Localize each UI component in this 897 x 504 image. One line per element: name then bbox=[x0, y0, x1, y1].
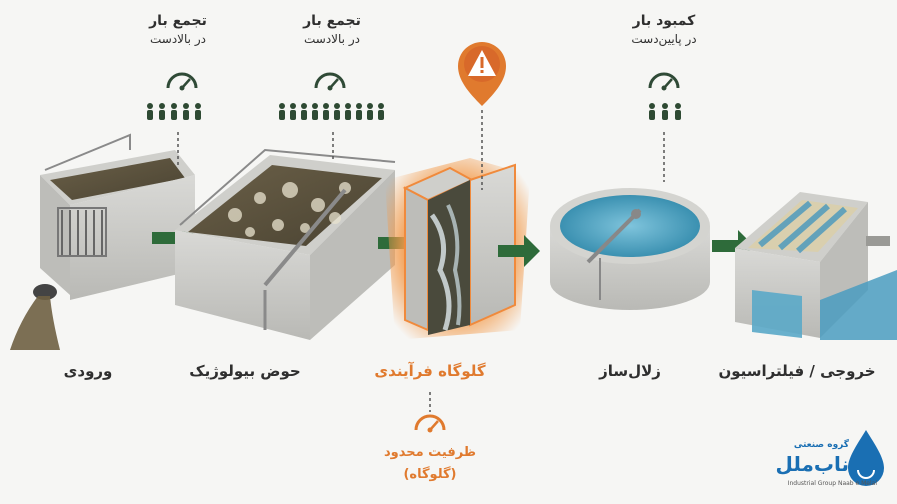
person-icon bbox=[334, 103, 340, 120]
company-logo: گروه صنعتی ناب‌ملل Industrial Group Naab… bbox=[763, 434, 883, 494]
gauge-3 bbox=[648, 72, 680, 91]
person-icon bbox=[147, 103, 153, 120]
person-icon bbox=[323, 103, 329, 120]
person-icon bbox=[171, 103, 177, 120]
top-label-sub: در پایین‌دست bbox=[631, 32, 697, 46]
bottleneck-caption: ظرفیت محدود (گلوگاه) bbox=[355, 442, 505, 486]
gauge-1 bbox=[166, 72, 198, 91]
person-icon bbox=[159, 103, 165, 120]
logo-small-text: گروه صنعتی bbox=[793, 440, 849, 450]
gauge-bottleneck bbox=[414, 414, 446, 433]
top-label-sub: در بالادست bbox=[304, 32, 360, 46]
logo-drop-icon bbox=[848, 430, 884, 486]
gauge-2 bbox=[314, 72, 346, 91]
inlet-tank bbox=[10, 133, 195, 350]
person-icon bbox=[279, 103, 285, 120]
stage-label-inlet: ورودی bbox=[63, 362, 113, 380]
stage-label-biological: حوض بیولوژیک bbox=[189, 362, 301, 380]
top-label-clarifier: کمبود بار در پایین‌دست bbox=[599, 12, 729, 48]
top-label-title: کمبود بار bbox=[632, 13, 696, 29]
bottleneck-channel bbox=[385, 158, 530, 340]
stage-label-clarifier: زلال‌ساز bbox=[599, 362, 661, 380]
warning-marker bbox=[458, 42, 506, 190]
person-icon bbox=[195, 103, 201, 120]
logo-name: ناب‌ملل bbox=[775, 452, 849, 476]
bottleneck-caption-line2: (گلوگاه) bbox=[403, 467, 457, 482]
person-icon bbox=[662, 103, 668, 120]
person-icon bbox=[367, 103, 373, 120]
clarifier-tank bbox=[550, 188, 710, 310]
filtration-tank bbox=[735, 192, 897, 340]
top-label-inlet: تجمع بار در بالادست bbox=[113, 12, 243, 48]
person-icon bbox=[290, 103, 296, 120]
person-icon bbox=[312, 103, 318, 120]
stage-label-bottleneck: گلوگاه فرآیندی bbox=[374, 362, 486, 380]
people-icons bbox=[147, 103, 681, 120]
person-icon bbox=[675, 103, 681, 120]
bottleneck-caption-line1: ظرفیت محدود bbox=[383, 445, 477, 460]
person-icon bbox=[356, 103, 362, 120]
connector-lines bbox=[177, 132, 665, 412]
person-icon bbox=[345, 103, 351, 120]
top-label-title: تجمع بار bbox=[303, 13, 361, 29]
top-label-title: تجمع بار bbox=[149, 13, 207, 29]
person-icon bbox=[301, 103, 307, 120]
top-label-sub: در بالادست bbox=[150, 32, 206, 46]
top-label-basin: تجمع بار در بالادست bbox=[267, 12, 397, 48]
logo-english-text: Industrial Group Naab e Melal bbox=[787, 480, 877, 487]
person-icon bbox=[183, 103, 189, 120]
person-icon bbox=[649, 103, 655, 120]
stage-label-outlet: خروجی / فیلتراسیون bbox=[718, 362, 876, 380]
flow-arrow-3 bbox=[498, 235, 540, 267]
biological-basin bbox=[175, 148, 396, 340]
person-icon bbox=[378, 103, 384, 120]
